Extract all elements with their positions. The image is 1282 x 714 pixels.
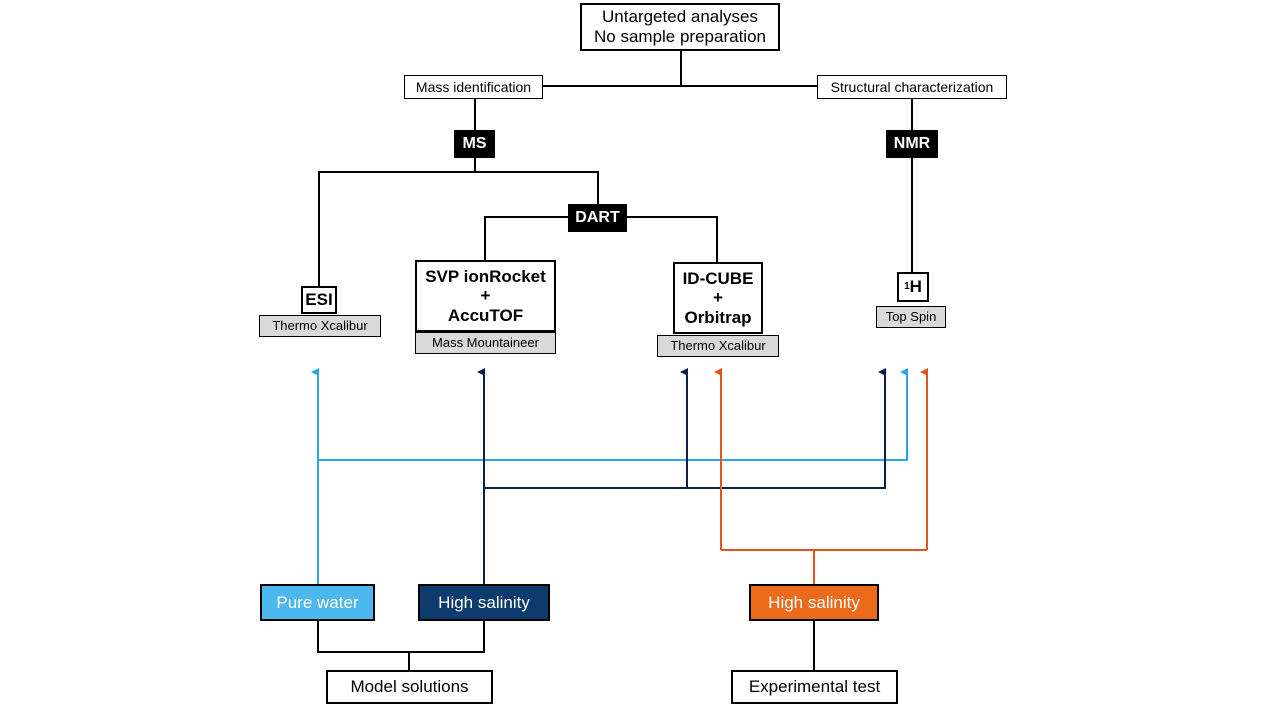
untargeted-analyses-box: Untargeted analyses No sample preparatio… — [580, 3, 780, 51]
idcube-orbitrap-box: ID-CUBE + Orbitrap — [673, 262, 763, 334]
svp-software-box: Mass Mountaineer — [415, 332, 556, 354]
dart-label: DART — [575, 208, 620, 226]
dart-tag: DART — [568, 204, 627, 232]
accutof-label: AccuTOF — [447, 305, 524, 325]
model-solutions-label: Model solutions — [350, 677, 469, 697]
h1-nmr-box: 1 H — [897, 272, 929, 302]
h1-label: H — [909, 277, 922, 297]
untargeted-analyses-label: Untargeted analyses — [602, 7, 758, 27]
tree-lines — [317, 51, 913, 670]
plus-label: + — [480, 286, 491, 306]
idcube-label: ID-CUBE — [682, 268, 754, 288]
idcube-software-box: Thermo Xcalibur — [657, 335, 779, 357]
no-sample-prep-label: No sample preparation — [594, 27, 766, 46]
pure-water-box: Pure water — [260, 584, 375, 621]
high-salinity-exp-box: High salinity — [749, 584, 879, 621]
mass-identification-label: Mass identification — [415, 78, 532, 95]
esi-software-label: Thermo Xcalibur — [272, 317, 368, 333]
ms-label: MS — [462, 134, 487, 152]
pure-water-lines — [311, 368, 908, 584]
mass-identification-box: Mass identification — [404, 75, 543, 99]
high-salinity-model-box: High salinity — [418, 584, 550, 621]
model-solutions-box: Model solutions — [326, 670, 493, 704]
h1-superscript: 1 — [904, 281, 910, 293]
esi-box: ESI — [301, 286, 337, 314]
pure-water-label: Pure water — [276, 592, 359, 612]
svp-accutof-box: SVP ionRocket + AccuTOF — [415, 260, 556, 332]
idcube-software-label: Thermo Xcalibur — [670, 337, 766, 353]
structural-characterization-label: Structural characterization — [830, 78, 994, 95]
svp-software-label: Mass Mountaineer — [432, 334, 539, 350]
experimental-test-label: Experimental test — [748, 677, 881, 697]
esi-software-box: Thermo Xcalibur — [259, 315, 381, 337]
esi-label: ESI — [305, 290, 333, 310]
high-salinity-model-lines — [477, 368, 886, 584]
h1-software-box: Top Spin — [876, 306, 946, 328]
svp-ionrocket-label: SVP ionRocket — [425, 266, 546, 286]
h1-software-label: Top Spin — [885, 308, 937, 324]
nmr-tag: NMR — [886, 130, 938, 158]
plus-label: + — [713, 288, 723, 308]
high-salinity-model-label: High salinity — [438, 592, 530, 612]
structural-characterization-box: Structural characterization — [817, 75, 1007, 99]
nmr-label: NMR — [893, 134, 931, 152]
orbitrap-label: Orbitrap — [684, 307, 752, 327]
experimental-test-box: Experimental test — [731, 670, 898, 704]
ms-tag: MS — [454, 130, 495, 158]
high-salinity-exp-label: High salinity — [768, 592, 860, 612]
high-salinity-exp-lines — [714, 368, 928, 584]
